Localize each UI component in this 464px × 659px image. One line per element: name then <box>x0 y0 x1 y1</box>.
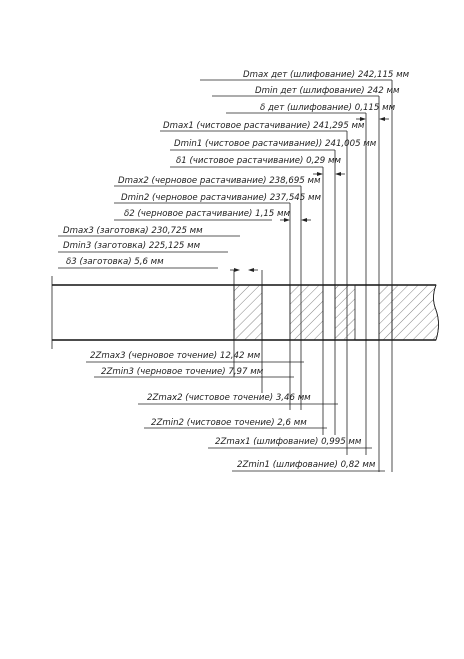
delta2-label: δ2 (черновое растачивание) 1,15 мм <box>124 209 290 219</box>
2zmax2-label: 2Zmax2 (чистовое точение) 3,46 мм <box>147 393 311 403</box>
delta3-label: δ3 (заготовка) 5,6 мм <box>66 257 164 267</box>
dmax-det-label: Dmax дет (шлифование) 242,115 мм <box>243 70 410 80</box>
hatch-zone-rough <box>289 284 324 341</box>
part-section <box>51 276 439 349</box>
delta-det-label: δ дет (шлифование) 0,115 мм <box>260 103 396 113</box>
dmin-det-label: Dmin дет (шлифование) 242 мм <box>255 86 400 96</box>
hatch-zone-material <box>391 284 439 341</box>
hatch-zone-grind <box>378 284 393 341</box>
delta1-label: δ1 (чистовое растачивание) 0,29 мм <box>176 156 341 166</box>
hatch-zone-finish <box>334 284 356 341</box>
2zmin2-label: 2Zmin2 (чистовое точение) 2,6 мм <box>151 418 307 428</box>
dmin2-label: Dmin2 (черновое растачивание) 237,545 мм <box>121 193 321 203</box>
dmin3-label: Dmin3 (заготовка) 225,125 мм <box>63 241 201 251</box>
bottom-dimensions: 2Zmax3 (черновое точение) 12,42 мм 2Zmin… <box>86 351 385 472</box>
dmax2-label: Dmax2 (черновое растачивание) 238,695 мм <box>118 176 321 186</box>
hatch-zone-blank <box>233 284 263 341</box>
dmax3-label: Dmax3 (заготовка) 230,725 мм <box>63 226 203 236</box>
dmax1-label: Dmax1 (чистовое растачивание) 241,295 мм <box>163 121 365 131</box>
dmin1-label: Dmin1 (чистовое растачивание)) 241,005 м… <box>174 139 377 149</box>
2zmin1-label: 2Zmin1 (шлифование) 0,82 мм <box>237 460 376 470</box>
2zmax3-label: 2Zmax3 (черновое точение) 12,42 мм <box>90 351 261 361</box>
top-dimensions: Dmax дет (шлифование) 242,115 мм Dmin де… <box>58 70 410 269</box>
tolerance-arrows <box>230 117 389 272</box>
2zmin3-label: 2Zmin3 (черновое точение) 7,97 мм <box>101 367 264 377</box>
2zmax1-label: 2Zmax1 (шлифование) 0,995 мм <box>215 437 362 447</box>
